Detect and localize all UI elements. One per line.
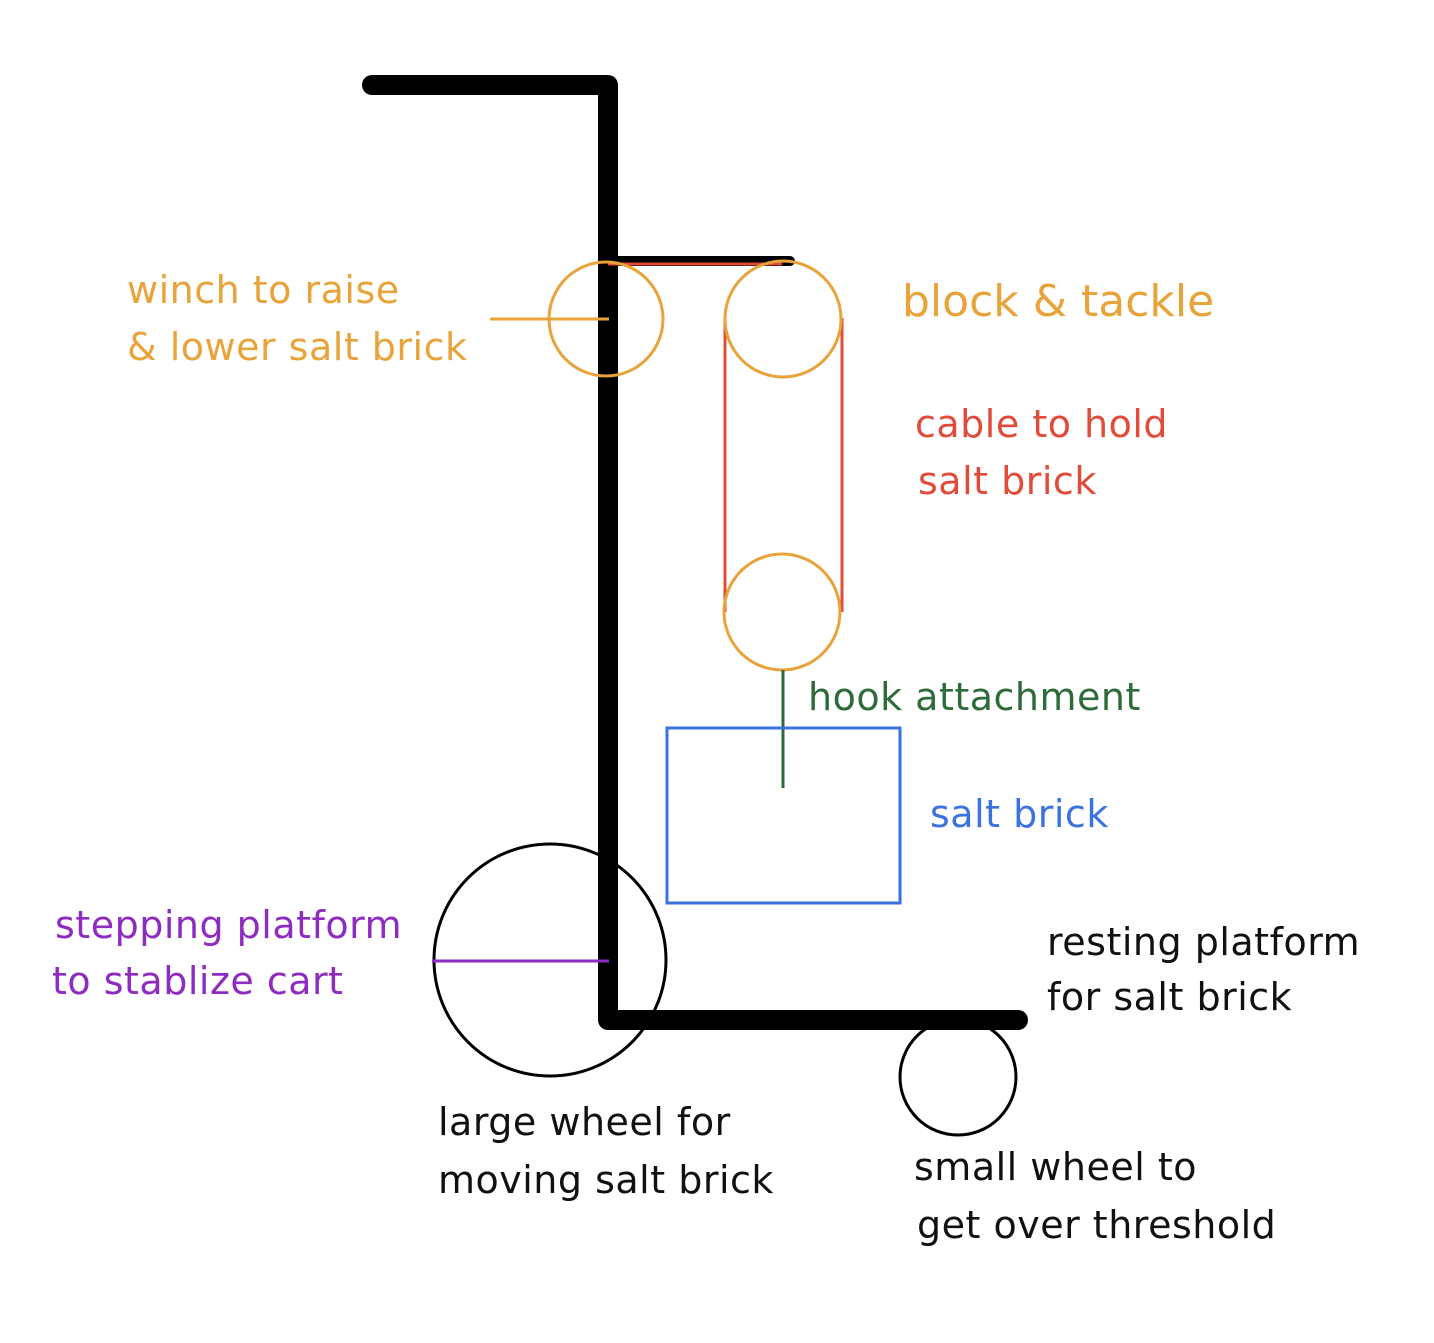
small-wheel-label: small wheel to get over threshold (914, 1145, 1276, 1247)
small-wheel-label-line-1: small wheel to (914, 1145, 1197, 1189)
winch-label: winch to raise & lower salt brick (127, 268, 468, 369)
block-tackle-label-line-1: block & tackle (902, 276, 1214, 327)
brick-label: salt brick (930, 792, 1109, 836)
large-wheel-label: large wheel for moving salt brick (438, 1100, 774, 1202)
stepping-label-line-2: to stablize cart (52, 959, 344, 1003)
small-wheel-label-line-2: get over threshold (917, 1203, 1276, 1247)
block-tackle-label: block & tackle (902, 276, 1214, 327)
cable-label-line-1: cable to hold (915, 402, 1168, 446)
small-wheel (898, 1017, 1018, 1137)
large-wheel-label-line-1: large wheel for (438, 1100, 731, 1144)
salt-brick-box (665, 726, 902, 905)
resting-label: resting platform for salt brick (1047, 920, 1360, 1019)
winch-label-line-1: winch to raise (127, 268, 400, 312)
resting-label-line-2: for salt brick (1047, 975, 1292, 1019)
upper-pulley (723, 259, 843, 379)
stepping-label: stepping platform to stablize cart (52, 903, 402, 1003)
winch-label-line-2: & lower salt brick (127, 325, 468, 369)
stepping-label-line-1: stepping platform (55, 903, 402, 947)
hook-label: hook attachment (808, 675, 1141, 719)
large-wheel-label-line-2: moving salt brick (438, 1158, 774, 1202)
cable-label: cable to hold salt brick (915, 402, 1168, 503)
resting-label-line-1: resting platform (1047, 920, 1360, 964)
cable-label-line-2: salt brick (918, 459, 1097, 503)
cart-frame (362, 75, 1028, 1030)
hook-label-line-1: hook attachment (808, 675, 1141, 719)
lower-pulley (722, 552, 842, 672)
brick-label-line-1: salt brick (930, 792, 1109, 836)
